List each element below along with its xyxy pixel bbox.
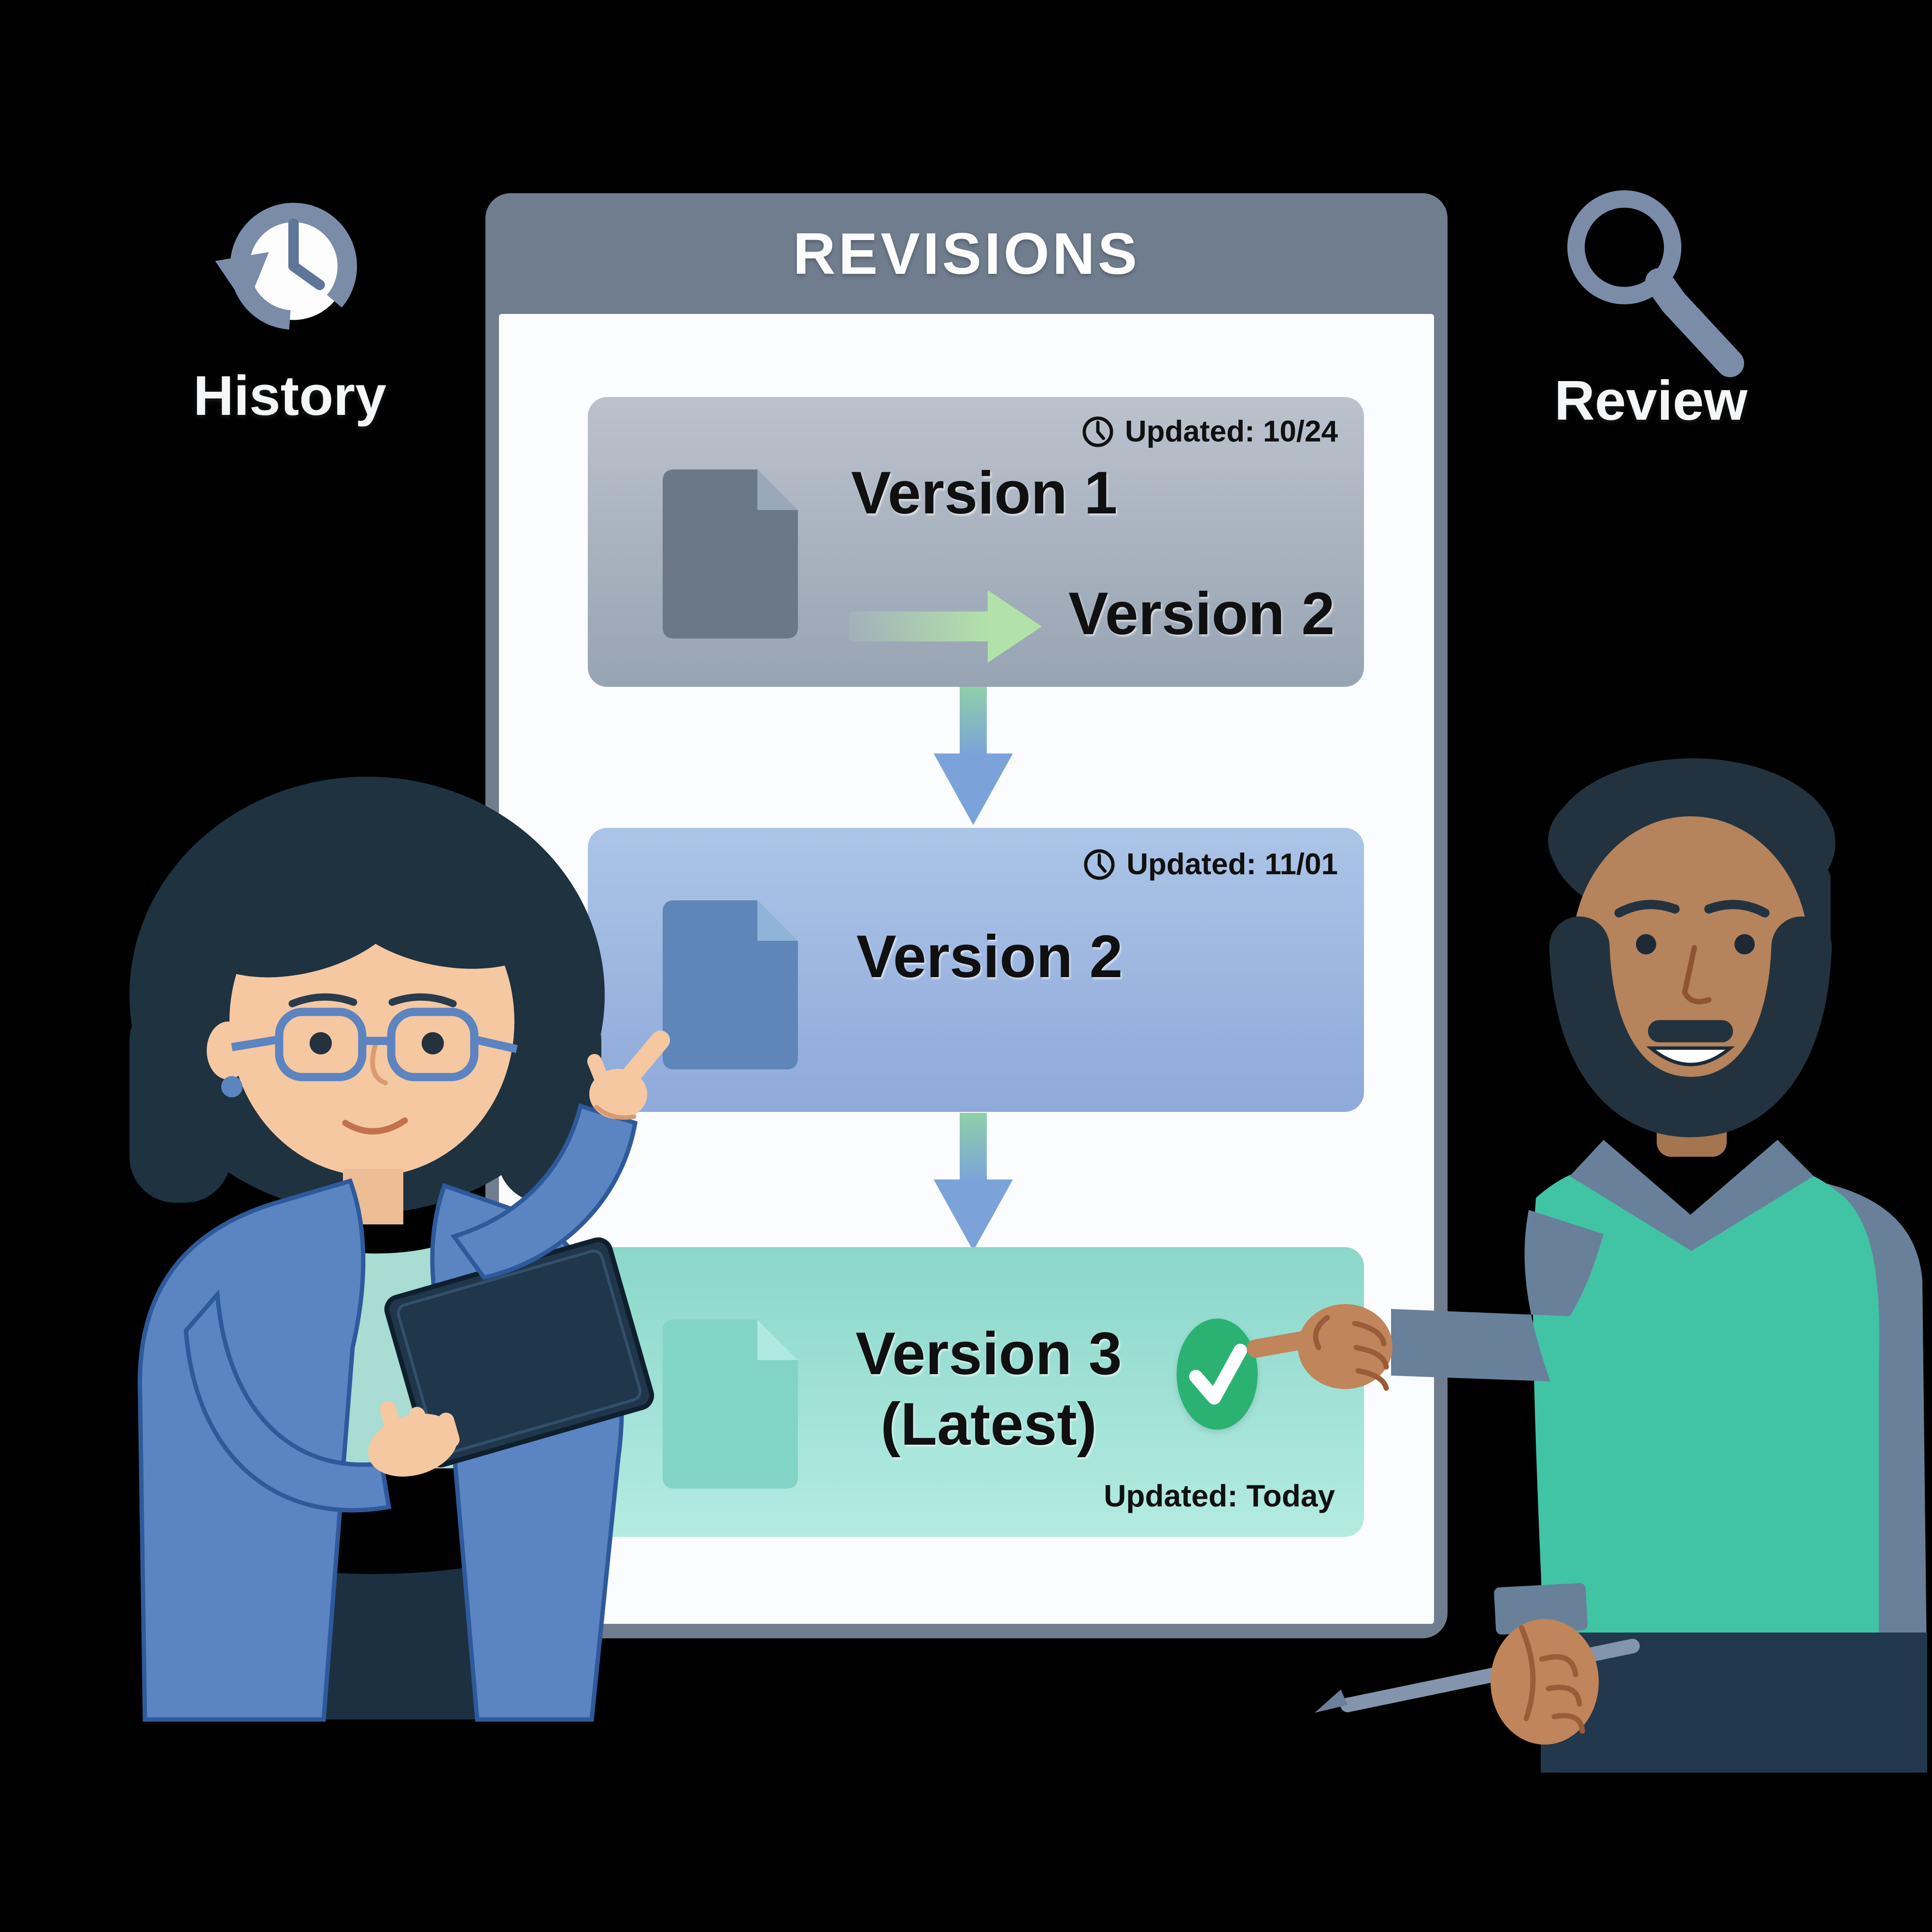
woman-bangs bbox=[190, 848, 552, 978]
magnifier-icon bbox=[1567, 190, 1744, 377]
version-subtitle: (Latest) bbox=[881, 1391, 1097, 1458]
document-icon bbox=[663, 900, 798, 1069]
woman-illustration bbox=[129, 777, 670, 1722]
clock-icon bbox=[1082, 416, 1113, 447]
revision-card-version-2[interactable]: Updated: 11/01 Version 2 bbox=[588, 828, 1364, 1112]
revision-card-version-1[interactable]: Updated: 10/24 Version 1 Version 2 bbox=[588, 397, 1364, 687]
woman-ear bbox=[207, 1022, 249, 1080]
man-face-features bbox=[1614, 900, 1770, 1066]
updated-row: Updated: 10/24 bbox=[1081, 414, 1338, 449]
arrow-down-bar bbox=[960, 1113, 987, 1181]
arrow-down-head bbox=[934, 753, 1013, 825]
document-icon bbox=[663, 469, 798, 639]
panel-header: REVISIONS bbox=[485, 193, 1448, 314]
man-bent-sleeve bbox=[1391, 1210, 1604, 1381]
check-icon[interactable] bbox=[1177, 1319, 1258, 1430]
version-secondary: Version 2 bbox=[1068, 581, 1335, 647]
woman-face-features bbox=[288, 993, 457, 1135]
arrow-down-icon bbox=[934, 1113, 1013, 1251]
man-pants bbox=[1541, 1633, 1927, 1773]
woman-holding-hand bbox=[368, 1401, 460, 1477]
man-pen-hand bbox=[1491, 1619, 1599, 1745]
arrow-down-head bbox=[934, 1179, 1013, 1251]
updated-row: Updated: 11/01 bbox=[1083, 847, 1338, 881]
man-illustration bbox=[1247, 758, 1927, 1773]
tablet bbox=[384, 1237, 654, 1468]
glasses-icon bbox=[231, 1008, 518, 1081]
revision-card-version-3-latest[interactable]: Version 3 (Latest) Updated: Today bbox=[588, 1247, 1364, 1537]
man-vest bbox=[1533, 1167, 1879, 1681]
version-title: Version 3 bbox=[855, 1321, 1122, 1387]
woman-raised-sleeve bbox=[450, 1103, 638, 1280]
arrow-right-icon bbox=[849, 590, 1042, 663]
arrow-right-bar bbox=[849, 611, 990, 641]
woman-pointing-hand bbox=[587, 1030, 670, 1120]
panel-title: REVISIONS bbox=[793, 221, 1140, 286]
earring bbox=[221, 1076, 242, 1097]
updated-text: Updated: 11/01 bbox=[1126, 848, 1338, 881]
history-label: History bbox=[193, 364, 386, 427]
review-label: Review bbox=[1554, 369, 1747, 432]
version-title: Version 2 bbox=[856, 923, 1123, 990]
version-title: Version 1 bbox=[851, 460, 1118, 526]
man-cuff bbox=[1494, 1583, 1588, 1635]
version-title-block: Version 3 (Latest) bbox=[820, 1319, 1158, 1460]
history-arrowhead bbox=[215, 252, 269, 308]
man-face bbox=[1572, 816, 1809, 1087]
updated-text: Updated: Today bbox=[1104, 1478, 1335, 1513]
document-icon bbox=[663, 1320, 798, 1489]
updated-text: Updated: 10/24 bbox=[1124, 415, 1338, 448]
arrow-down-bar bbox=[960, 687, 987, 755]
clock-icon bbox=[1084, 849, 1115, 880]
clock-history-icon bbox=[215, 202, 357, 330]
man-pointing-hand bbox=[1247, 1304, 1392, 1391]
man-shirt-collar bbox=[1570, 1140, 1814, 1251]
arrow-right-head bbox=[988, 590, 1042, 663]
man-beard bbox=[1549, 916, 1832, 1137]
arrow-down-icon bbox=[934, 687, 1013, 826]
